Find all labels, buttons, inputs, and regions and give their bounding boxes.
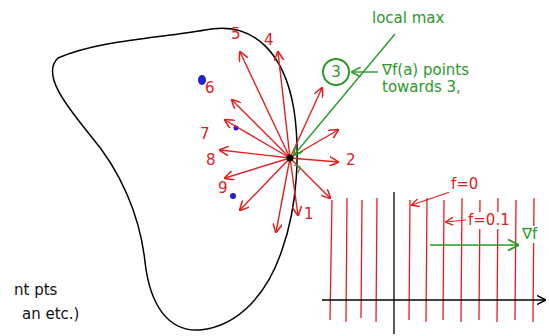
sketch-note: an etc.) [22,306,79,323]
sketch-note: 4 [264,32,274,49]
sketch-note: f=0 [449,176,480,193]
axes [322,192,545,334]
direction-arrows [220,52,338,232]
leader-line [294,34,395,155]
level-lines [330,198,534,322]
label-pointers [412,192,466,222]
sketch-note: 5 [231,26,241,43]
right-angle-mark [294,165,300,173]
sketch-note: nt pts [14,282,57,299]
sketch-note: 7 [200,126,210,143]
leader-line [352,71,378,72]
node-text: 3 [331,63,341,81]
gradient-arrow [430,244,518,246]
sketch-note: 2 [346,152,356,169]
circled-number: 3 [322,58,350,86]
sketch-note: 9 [218,180,228,197]
interior-points [198,75,239,199]
region-outline [52,28,297,330]
sketch-note: f=0.1 [466,212,512,229]
sketch-note: 6 [205,80,215,97]
sketch-note: 8 [206,152,216,169]
sketch-note: ∇f [520,226,539,243]
boundary-point [287,155,294,162]
sketch-note: ∇f(a) points towards 3, [382,62,477,97]
sketch-note: local max [372,10,444,27]
sketch-note: 1 [304,206,314,223]
